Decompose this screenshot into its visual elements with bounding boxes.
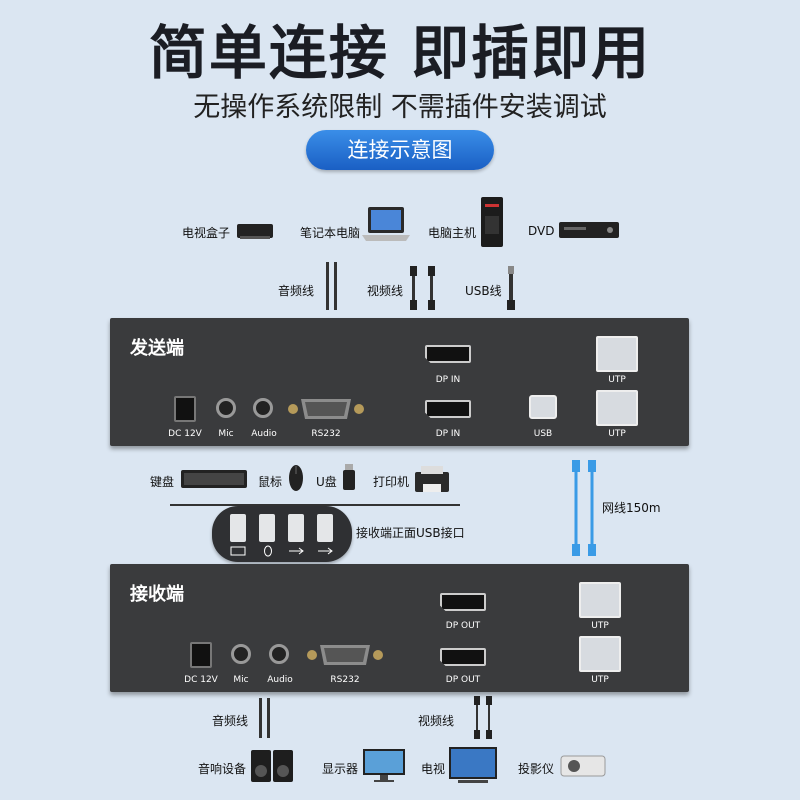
usb-cable-icon: [507, 266, 515, 310]
audio-cable-2: [334, 262, 337, 310]
usb-panel-label: 接收端正面USB接口: [356, 526, 465, 540]
bottom-video-cable-icon: [474, 696, 492, 739]
receiver-rs232-label: RS232: [330, 675, 360, 685]
sender-rs232-port: [288, 399, 364, 419]
sender-usb-label: USB: [533, 429, 553, 439]
bottom-cable-label-audio: 音频线: [212, 714, 249, 728]
front-usb-port-4: [317, 514, 333, 542]
peripheral-label-usb-drive: U盘: [316, 475, 337, 489]
laptop-icon: [362, 207, 410, 241]
top-cable-label-video: 视频线: [367, 284, 404, 298]
sender-dc-port: [174, 396, 196, 422]
receiver-utp-1-port: [579, 582, 621, 618]
receiver-utp-2-label: UTP: [591, 675, 609, 685]
receiver-dp-out-2-label: DP OUT: [445, 675, 481, 685]
desktop-tower-icon: [481, 197, 503, 247]
receiver-dc-label: DC 12V: [184, 675, 218, 685]
source-label-desktop: 电脑主机: [428, 226, 477, 240]
sender-usb-b-port: [529, 395, 557, 419]
output-label-monitor: 显示器: [322, 762, 359, 776]
receiver-unit: 接收端 DC 12V Mic Audio RS232 DP OUT DP OUT…: [110, 564, 689, 692]
source-label-laptop: 笔记本电脑: [300, 226, 361, 240]
bottom-audio-cable-2: [267, 698, 270, 738]
receiver-dp-out-1-label: DP OUT: [445, 621, 481, 631]
sender-rs232-label: RS232: [311, 429, 341, 439]
video-cable-icon: [410, 266, 435, 310]
sender-audio-jack: [253, 398, 273, 418]
dvd-player-icon: [559, 222, 619, 238]
output-label-projector: 投影仪: [518, 762, 555, 776]
sender-audio-label: Audio: [251, 429, 277, 439]
output-label-tv: 电视: [421, 762, 446, 776]
diagram-badge: 连接示意图: [306, 130, 494, 170]
receiver-mic-label: Mic: [233, 675, 249, 685]
sender-unit: 发送端 DC 12V Mic Audio RS232 DP IN DP IN U…: [110, 318, 689, 446]
sender-dp-in-1-label: DP IN: [435, 375, 461, 385]
network-cable-label: 网线150m: [602, 501, 661, 515]
sender-utp-2-port: [596, 390, 638, 426]
top-cable-label-usb: USB线: [465, 284, 502, 298]
mouse-small-icon: [264, 545, 272, 557]
tv-icon: [449, 747, 497, 783]
front-usb-port-3: [288, 514, 304, 542]
sender-title: 发送端: [130, 338, 184, 359]
monitor-icon: [363, 749, 405, 782]
top-cable-label-audio: 音频线: [278, 284, 315, 298]
usb-drive-icon: [343, 464, 355, 490]
sender-dp-in-2-label: DP IN: [435, 429, 461, 439]
usb-symbol-icon-1: [289, 547, 304, 555]
receiver-dp-out-2-port: [440, 648, 486, 666]
sender-utp-2-label: UTP: [608, 429, 626, 439]
sender-dp-in-1-port: [425, 345, 471, 363]
sender-dc-label: DC 12V: [168, 429, 202, 439]
receiver-utp-1-label: UTP: [591, 621, 609, 631]
sender-mic-jack: [216, 398, 236, 418]
receiver-front-usb-panel: [212, 506, 352, 562]
receiver-utp-2-port: [579, 636, 621, 672]
keyboard-icon: [181, 470, 247, 488]
receiver-rs232-port: [307, 645, 383, 665]
page-subtitle: 无操作系统限制 不需插件安装调试: [193, 92, 607, 123]
peripheral-label-keyboard: 键盘: [150, 475, 175, 489]
receiver-dp-out-1-port: [440, 593, 486, 611]
bottom-cable-label-video: 视频线: [418, 714, 455, 728]
peripheral-label-printer: 打印机: [373, 475, 410, 489]
receiver-mic-jack: [231, 644, 251, 664]
receiver-audio-label: Audio: [267, 675, 293, 685]
receiver-title: 接收端: [130, 584, 184, 605]
output-label-speakers: 音响设备: [198, 762, 247, 776]
receiver-audio-jack: [269, 644, 289, 664]
sender-utp-1-port: [596, 336, 638, 372]
mouse-icon: [289, 465, 303, 491]
audio-cable-1: [326, 262, 329, 310]
bottom-audio-cable-1: [259, 698, 262, 738]
front-usb-port-1: [230, 514, 246, 542]
peripheral-label-mouse: 鼠标: [258, 475, 283, 489]
usb-symbol-icon-2: [318, 547, 333, 555]
front-usb-port-2: [259, 514, 275, 542]
source-label-dvd: DVD: [528, 224, 555, 238]
sender-utp-1-label: UTP: [608, 375, 626, 385]
page-title: 简单连接 即插即用: [148, 19, 652, 87]
tv-box-icon: [237, 224, 273, 239]
sender-mic-label: Mic: [218, 429, 234, 439]
sender-dp-in-2-port: [425, 400, 471, 418]
speakers-icon: [251, 750, 293, 782]
peripheral-connector-line: [170, 504, 460, 506]
projector-icon: [560, 755, 606, 777]
keyboard-small-icon: [230, 546, 246, 556]
network-cable-icon: [572, 460, 596, 556]
printer-icon: [415, 466, 449, 492]
source-label-tv-box: 电视盒子: [182, 226, 231, 240]
receiver-dc-port: [190, 642, 212, 668]
